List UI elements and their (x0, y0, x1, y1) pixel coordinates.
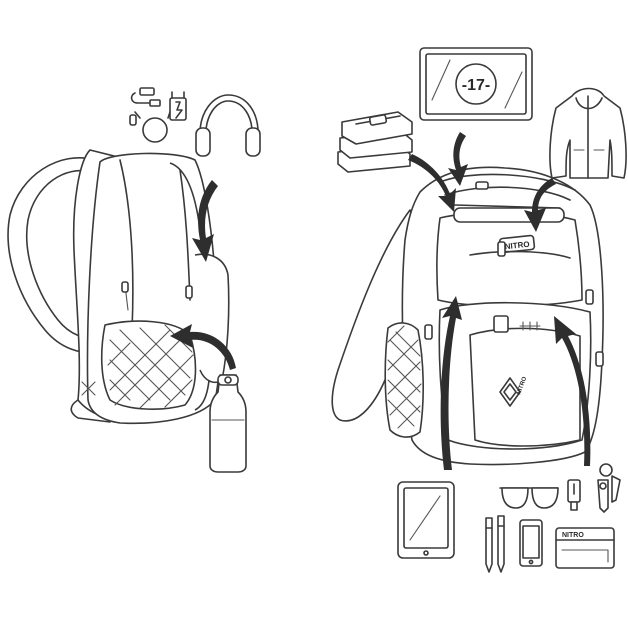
brand-logo-top: NITRO (504, 240, 530, 252)
arrow-laptop-sleeve (448, 132, 468, 186)
arrow-tablet-front (440, 296, 462, 470)
brand-logo-wallet: NITRO (562, 532, 584, 539)
earbuds-icon (129, 111, 171, 143)
laptop-icon: -17- (419, 47, 533, 121)
jacket-icon (549, 87, 627, 179)
charger-icon (169, 91, 187, 121)
arrow-books-main (408, 154, 456, 212)
arrow-into-main-compartment (192, 180, 218, 262)
usb-stick-icon (567, 479, 581, 511)
keys-icon (597, 463, 621, 513)
cable-icon (130, 87, 161, 107)
water-bottle-icon (209, 374, 247, 473)
headphones-icon (195, 94, 261, 157)
tablet-icon (397, 481, 455, 559)
front-logo-mark (499, 377, 521, 407)
wallet-icon: NITRO (555, 527, 615, 569)
mesh-pattern (107, 324, 194, 409)
arrow-top-pocket (524, 178, 556, 232)
side-mesh-pattern (387, 325, 422, 429)
arrow-into-side-pocket (170, 324, 236, 370)
sunglasses-icon (499, 487, 559, 509)
phone-icon (519, 519, 543, 567)
arrow-accessories-front (554, 316, 591, 466)
pens-icon (485, 515, 505, 573)
left-backpack (7, 149, 230, 425)
tablet-number: -17- (462, 77, 490, 94)
right-backpack: NITRO NITRO (331, 166, 604, 466)
books-icon (337, 111, 413, 173)
